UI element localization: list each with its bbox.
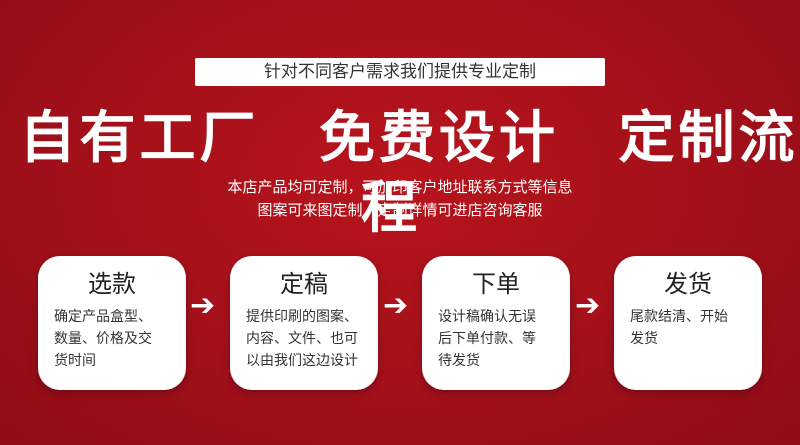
step-text-line: 货时间: [54, 353, 96, 369]
step-text: 确定产品盒型、 数量、价格及交 货时间: [38, 300, 186, 372]
step-title: 下单: [472, 270, 520, 298]
arrow-right-icon: ➔: [190, 288, 216, 323]
arrow-right-icon: ➔: [383, 288, 409, 323]
headline-part-3: 定制流程: [361, 106, 799, 241]
step-text-line: 数量、价格及交: [54, 331, 152, 347]
step-text-line: 确定产品盒型、: [54, 309, 152, 325]
step-text-line: 待发货: [438, 353, 480, 369]
step-text-line: 设计稿确认无误: [438, 309, 536, 325]
headline-part-2: 免费设计: [319, 106, 559, 171]
step-card-ship: 发货 尾款结清、开始 发货: [614, 256, 762, 390]
step-text-line: 发货: [630, 331, 658, 347]
headline: 自有工厂 免费设计 定制流程: [0, 104, 800, 244]
description: 本店产品均可定制，可加印客户地址联系方式等信息 图案可来图定制，定制详情可进店咨…: [0, 176, 800, 222]
step-card-finalize: 定稿 提供印刷的图案、 内容、文件、也可 以由我们这边设计: [230, 256, 378, 390]
step-text-line: 以由我们这边设计: [246, 353, 358, 369]
tagline: 针对不同客户需求我们提供专业定制: [195, 58, 605, 86]
headline-part-1: 自有工厂: [19, 106, 260, 171]
step-text-line: 内容、文件、也可: [246, 331, 358, 347]
arrow-right-icon: ➔: [575, 288, 601, 323]
step-text: 提供印刷的图案、 内容、文件、也可 以由我们这边设计: [230, 300, 378, 372]
description-line-1: 本店产品均可定制，可加印客户地址联系方式等信息: [227, 178, 573, 196]
step-text: 尾款结清、开始 发货: [614, 300, 762, 350]
step-title: 定稿: [280, 270, 328, 298]
step-card-select: 选款 确定产品盒型、 数量、价格及交 货时间: [38, 256, 186, 390]
step-title: 选款: [88, 270, 136, 298]
description-line-2: 图案可来图定制，定制详情可进店咨询客服: [257, 201, 543, 219]
step-text-line: 提供印刷的图案、: [246, 309, 358, 325]
step-text-line: 尾款结清、开始: [630, 309, 728, 325]
step-text: 设计稿确认无误 后下单付款、等 待发货: [422, 300, 570, 372]
step-text-line: 后下单付款、等: [438, 331, 536, 347]
step-card-order: 下单 设计稿确认无误 后下单付款、等 待发货: [422, 256, 570, 390]
step-title: 发货: [664, 270, 712, 298]
